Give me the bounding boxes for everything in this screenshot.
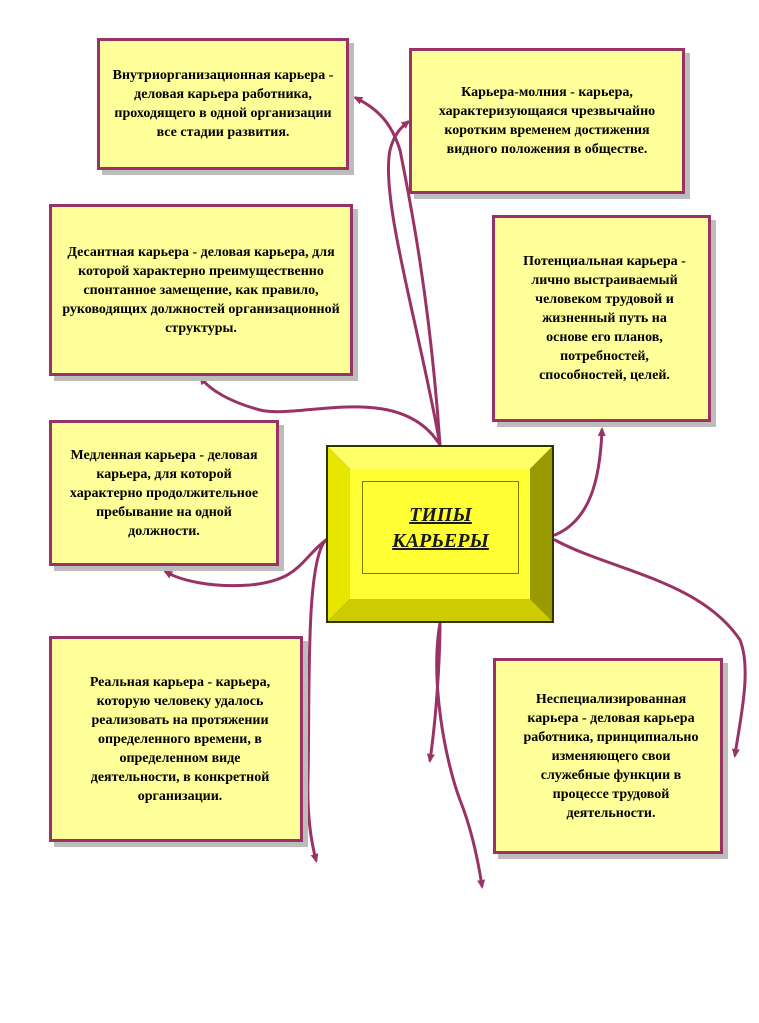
arrow-to-nonspecialized [553,538,747,758]
arrow-to-intraorg [353,96,442,447]
center-node: ТИПЫ КАРЬЕРЫ [326,445,554,623]
box-potential-career: Потенциальная карьера - лично выстраивае… [492,215,711,422]
arrow-to-lightning [386,120,442,447]
box-nonspecialized-text: Неспециализированная карьера - деловая к… [523,691,699,821]
box-real-career: Реальная карьера - карьера, которую чело… [49,636,303,842]
center-title: ТИПЫ КАРЬЕРЫ [392,503,489,552]
arrow-to-real-down [306,538,328,863]
arrow-to-slow [163,538,328,588]
box-landing-text: Десантная карьера - деловая карьера, для… [62,244,340,336]
box-landing-career: Десантная карьера - деловая карьера, для… [49,204,353,376]
arrow-down-2 [426,621,442,763]
box-real-text: Реальная карьера - карьера, которую чело… [89,674,271,804]
box-intraorg-text: Внутриорганизационная карьера - деловая … [112,68,334,140]
box-lightning-career: Карьера-молния - карьера, характеризующа… [409,48,685,194]
center-title-frame: ТИПЫ КАРЬЕРЫ [362,481,519,574]
arrow-down-1 [435,621,486,889]
arrow-to-landing [199,375,442,447]
box-slow-text: Медленная карьера - деловая карьера, для… [69,447,259,539]
box-nonspecialized-career: Неспециализированная карьера - деловая к… [493,658,723,854]
box-intraorg-career: Внутриорганизационная карьера - деловая … [97,38,349,170]
box-potential-text: Потенциальная карьера - лично выстраивае… [523,254,686,383]
arrow-to-potential [553,427,606,537]
box-slow-career: Медленная карьера - деловая карьера, для… [49,420,279,566]
box-lightning-text: Карьера-молния - карьера, характеризующа… [438,85,656,157]
